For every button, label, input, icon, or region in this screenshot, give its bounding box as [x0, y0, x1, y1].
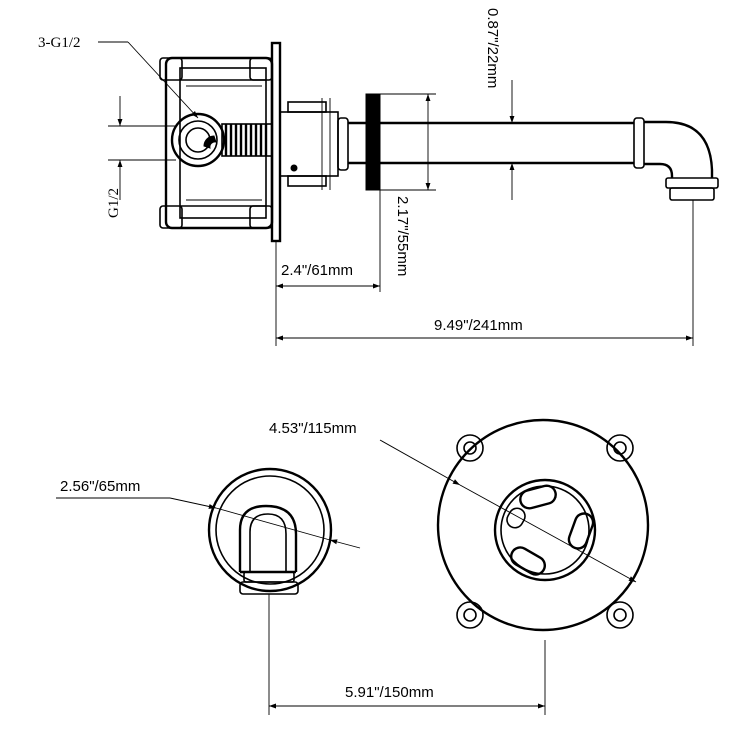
flange-nut [365, 93, 381, 191]
outlet-coupling [279, 98, 349, 190]
thread-lines [224, 124, 268, 156]
plate-screws [456, 434, 634, 629]
spout-pipe [348, 117, 719, 201]
dim-center-distance: 5.91"/150mm [268, 594, 546, 715]
handle-knob [493, 478, 597, 582]
handle-plate [436, 418, 650, 632]
total-reach-label: 9.49"/241mm [434, 317, 523, 334]
thread-main-label: 3-G1/2 [38, 35, 81, 51]
dim-flange-gap: 2.17"/55mm [380, 93, 436, 276]
dim-body-depth: 2.4"/61mm [275, 190, 381, 346]
dim-total-reach: 9.49"/241mm [276, 200, 694, 346]
flange-gap-label: 2.17"/55mm [394, 196, 411, 276]
spout-plate-label: 2.56"/65mm [60, 478, 140, 495]
knob-grips [506, 484, 595, 576]
thread-side-label: G1/2 [106, 188, 122, 218]
dim-handle-plate: 4.53"/115mm [269, 420, 637, 583]
valve-body [159, 56, 274, 230]
spout-plate [207, 467, 333, 595]
front-view: 4.53"/115mm 2.56"/65mm 5.91"/150mm [56, 418, 650, 715]
center-distance-label: 5.91"/150mm [345, 684, 434, 701]
spout-diameter-label: 0.87"/22mm [484, 8, 501, 88]
dim-spout-diameter: 0.87"/22mm [484, 8, 515, 200]
dim-spout-plate: 2.56"/65mm [56, 478, 361, 549]
body-depth-label: 2.4"/61mm [281, 262, 353, 279]
dim-thread-side: G1/2 [106, 96, 176, 218]
handle-plate-label: 4.53"/115mm [269, 420, 357, 437]
side-view: 3-G1/2 G1/2 0.87"/22mm 2.17"/55mm [38, 8, 719, 346]
dim-thread-main: 3-G1/2 [38, 35, 199, 119]
